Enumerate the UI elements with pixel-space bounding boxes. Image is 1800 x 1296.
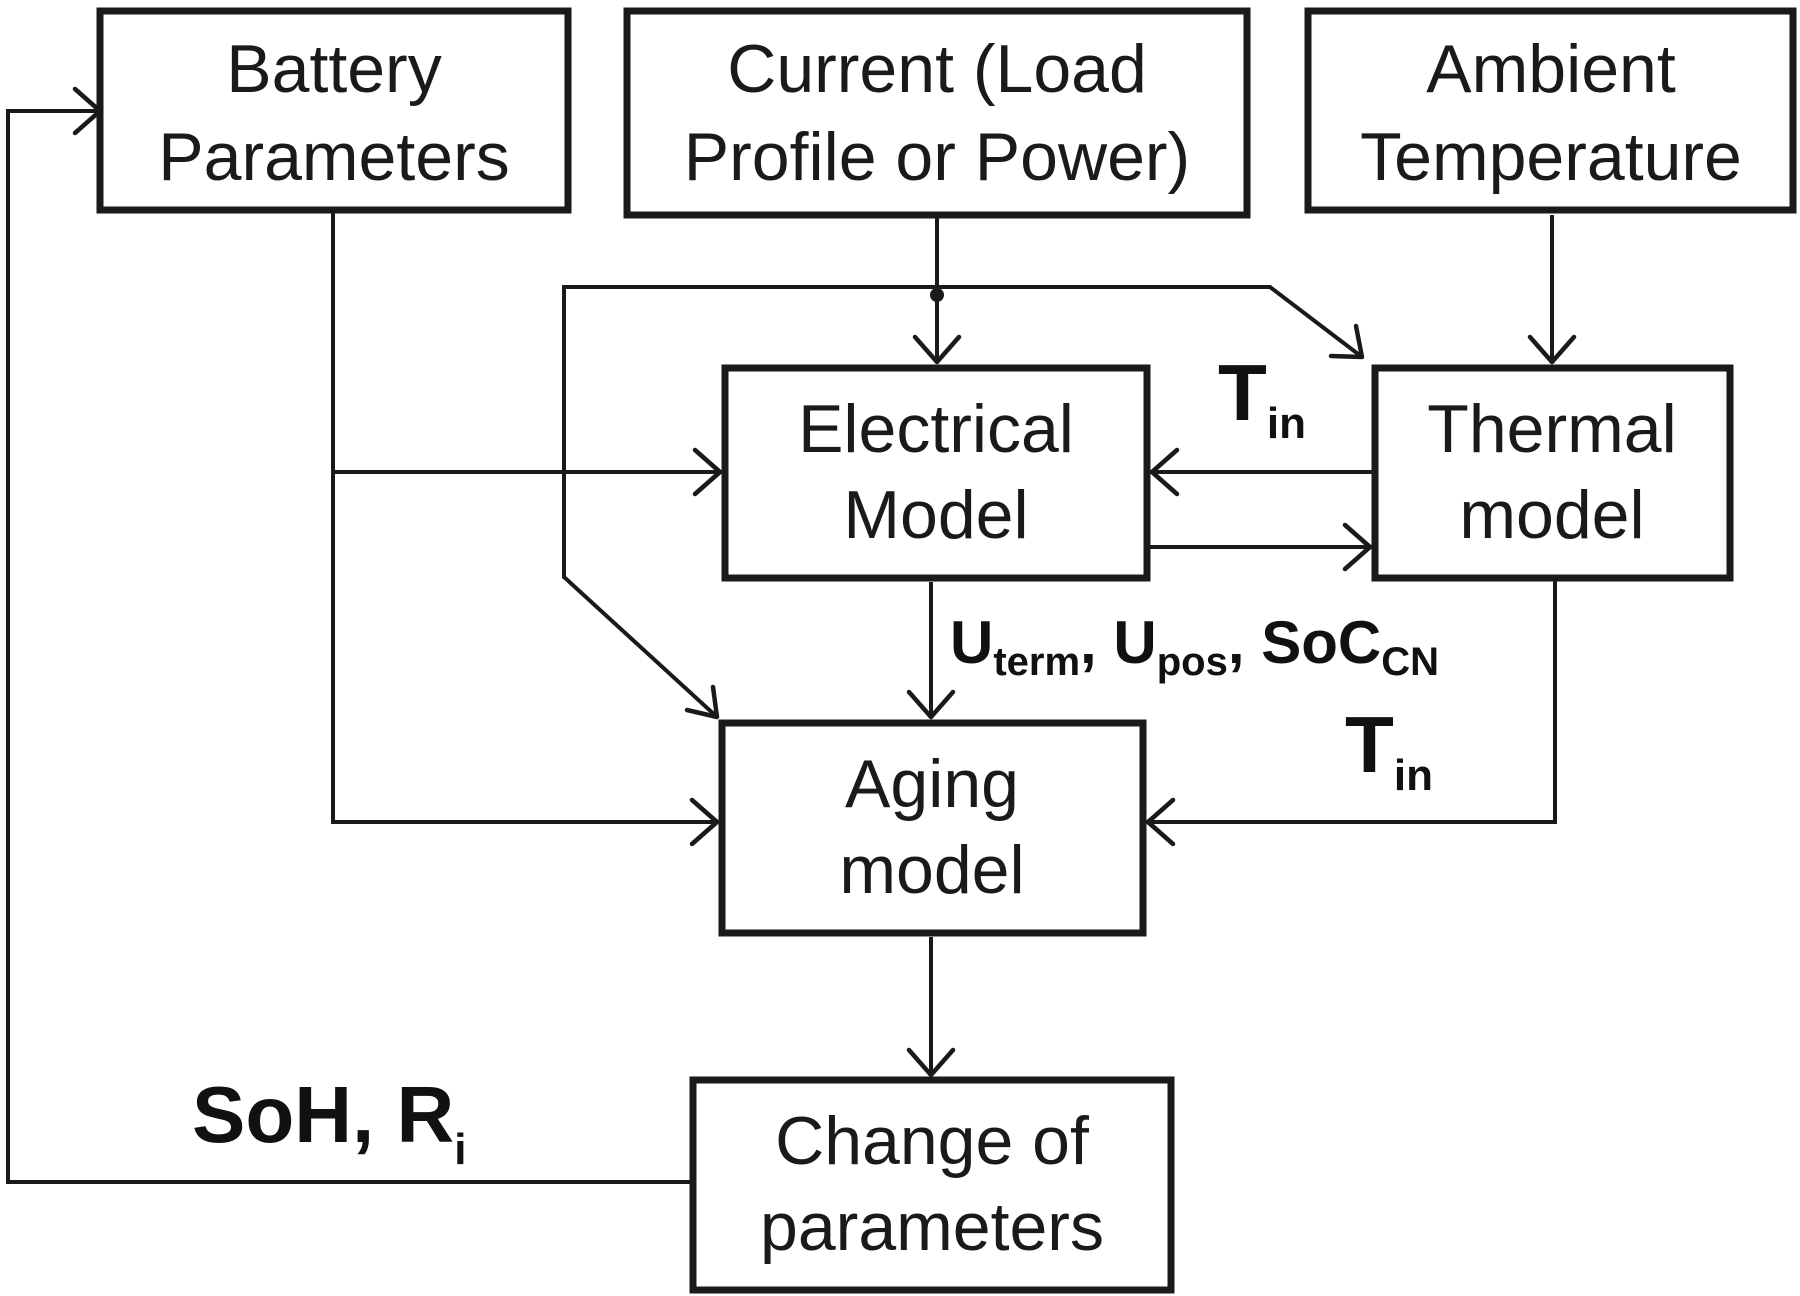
arrowhead-electrical-to-aging <box>906 689 956 720</box>
current-load-line2: Profile or Power) <box>684 119 1190 195</box>
battery-to-electrical-line <box>331 212 720 474</box>
battery-parameters-box: Battery Parameters <box>96 7 572 214</box>
separator-1: , <box>1080 609 1113 676</box>
aging-model-line1: Aging <box>845 746 1019 822</box>
current-to-aging-line <box>562 285 937 719</box>
aging-model-line2: model <box>839 832 1024 908</box>
arrowheads <box>72 86 1577 1078</box>
current-to-thermal-line <box>937 285 1364 359</box>
ambient-temperature-box: Ambient Temperature <box>1304 7 1797 214</box>
arrowhead-current-to-electrical <box>912 334 962 365</box>
ambient-temperature-line1: Ambient <box>1426 31 1676 107</box>
battery-parameters-line2: Parameters <box>158 119 509 195</box>
arrowhead-aging-to-change <box>906 1047 956 1078</box>
arrowhead-battery-to-electrical <box>692 447 723 497</box>
feedback-label: SoH, Ri <box>192 1070 466 1174</box>
thermal-model-line1: Thermal <box>1427 391 1676 467</box>
ri-main: R <box>396 1070 454 1159</box>
thermal-model-box: Thermal model <box>1371 364 1734 582</box>
connectors <box>6 109 1557 1184</box>
soc-sub: CN <box>1381 640 1439 684</box>
tin-upper-sub: in <box>1267 399 1306 448</box>
arrowhead-thermal-to-aging <box>1145 797 1176 847</box>
arrowhead-current-to-aging <box>684 684 720 720</box>
arrowhead-electrical-to-thermal <box>1342 522 1373 572</box>
tin-lower-label: Tin <box>1345 700 1433 800</box>
arrowhead-battery-to-aging <box>689 797 720 847</box>
tin-lower-main: T <box>1345 700 1394 789</box>
electrical-model-line1: Electrical <box>798 391 1074 467</box>
separator-2: , <box>1228 609 1261 676</box>
battery-to-aging-line <box>331 472 717 824</box>
u-term-main: U <box>950 609 993 676</box>
arrowhead-ambient-to-thermal <box>1527 334 1577 365</box>
change-of-parameters-line1: Change of <box>775 1103 1089 1179</box>
ambient-temperature-line2: Temperature <box>1360 119 1742 195</box>
change-of-parameters-box: Change of parameters <box>689 1076 1175 1294</box>
soc-main: SoC <box>1261 609 1381 676</box>
aging-model-box: Aging model <box>718 719 1147 937</box>
battery-parameters-line1: Battery <box>226 31 441 107</box>
tin-upper-label: Tin <box>1218 348 1306 448</box>
electrical-model-box: Electrical Model <box>721 364 1151 582</box>
u-pos-sub: pos <box>1157 640 1228 684</box>
soh-text: SoH, <box>192 1070 396 1159</box>
tin-upper-main: T <box>1218 348 1267 437</box>
tin-lower-sub: in <box>1394 751 1433 800</box>
u-term-sub: term <box>993 640 1080 684</box>
feedback-loop-line <box>6 109 692 1184</box>
electrical-outputs-label: Uterm, Upos, SoCCN <box>950 609 1439 684</box>
current-load-line1: Current (Load <box>727 31 1147 107</box>
thermal-to-aging-line <box>1148 580 1557 824</box>
arrowhead-thermal-to-electrical <box>1149 447 1180 497</box>
u-pos-main: U <box>1113 609 1156 676</box>
current-load-box: Current (Load Profile or Power) <box>623 7 1251 219</box>
electrical-model-line2: Model <box>843 477 1028 553</box>
thermal-model-line2: model <box>1459 477 1644 553</box>
change-of-parameters-line2: parameters <box>760 1189 1104 1265</box>
junction-dot <box>930 288 944 302</box>
arrowhead-current-to-thermal <box>1328 323 1365 360</box>
ri-sub: i <box>454 1125 466 1174</box>
